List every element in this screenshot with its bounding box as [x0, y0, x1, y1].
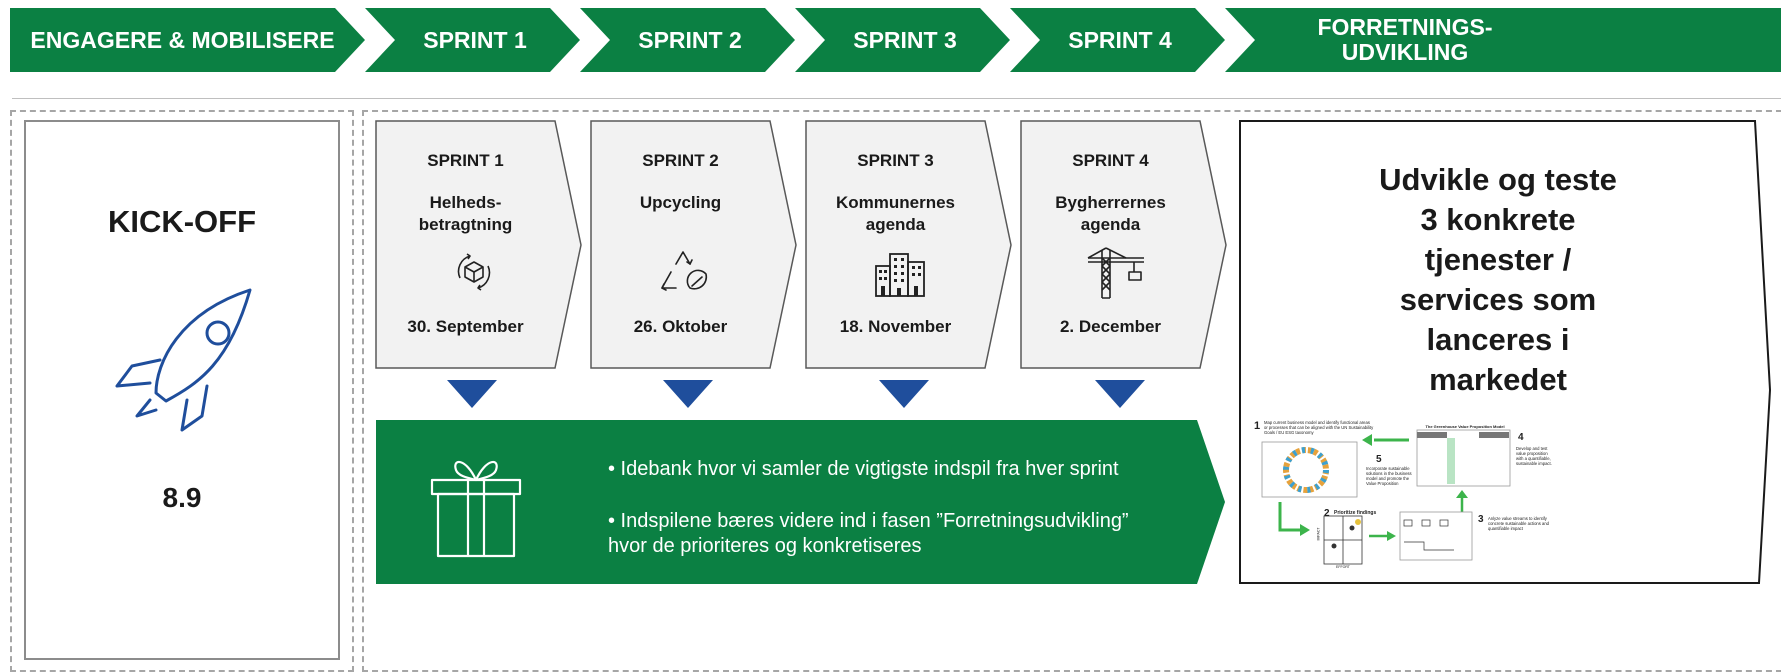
- chevron-sprint2: [580, 8, 795, 72]
- chevron-label: SPRINT 3: [853, 26, 957, 53]
- mini-step-number: 3: [1478, 514, 1484, 525]
- down-arrow-icon: [663, 380, 713, 408]
- chevron-label: SPRINT 1: [423, 26, 527, 53]
- divider-line: [12, 98, 1781, 99]
- sprint-topic: Helheds- betragtning: [418, 193, 513, 234]
- idebank-banner: [376, 420, 1225, 584]
- recycle-leaf-icon: [661, 251, 708, 291]
- banner-bullet: • Idebank hvor vi samler de vigtigste in…: [608, 458, 1119, 480]
- chevron-sprint3: [795, 8, 1010, 72]
- top-process-bar: [10, 8, 1781, 72]
- mini-step-number: 5: [1376, 454, 1382, 465]
- mini-diagram-graphics: [1261, 429, 1511, 565]
- city-buildings-icon: [875, 253, 925, 297]
- construction-crane-icon: [1087, 247, 1144, 299]
- sprint-card-3: [805, 120, 1012, 369]
- sprint-title: SPRINT 4: [1072, 151, 1149, 170]
- sprint-card-2: [590, 120, 797, 369]
- mini-step-text: Develop and test value proposition with …: [1516, 446, 1552, 466]
- sprint-card-1: [375, 120, 582, 369]
- gift-icon: [430, 460, 522, 558]
- down-arrow-icon: [447, 380, 497, 408]
- mini-axis-label: IMPACT: [1316, 527, 1321, 541]
- chevron-label: SPRINT 4: [1068, 26, 1172, 53]
- recycle-box-icon: [457, 253, 491, 291]
- mini-step-text: Anlyze value streams to identify concret…: [1488, 516, 1549, 531]
- sprint-date: 18. November: [839, 317, 952, 336]
- chevron-label: FORRETNINGS- UDVIKLING: [1317, 14, 1493, 65]
- kickoff-dashed-frame: [10, 110, 354, 672]
- mini-step-text: Prioritize findings: [1334, 510, 1377, 516]
- outcome-text: Udvikle og teste 3 konkrete tjenester / …: [1379, 162, 1617, 397]
- chevron-label: SPRINT 2: [638, 26, 742, 53]
- sprint-topic: Bygherrernes agenda: [1055, 193, 1166, 234]
- mini-canvas-title: The Greenhouse Value Proposition Model: [1425, 424, 1505, 429]
- chevron-engagere: [10, 8, 365, 72]
- sprint-topic: Kommunernes agenda: [835, 193, 956, 234]
- kickoff-date: 8.9: [162, 482, 202, 513]
- mini-step-number: 2: [1324, 508, 1330, 519]
- mini-process-diagram: 1 Map current business model and identif…: [1254, 412, 1754, 574]
- mini-step-number: 1: [1254, 420, 1261, 432]
- sprint-title: SPRINT 1: [427, 151, 504, 170]
- mini-step-text: Map current business model and identify …: [1264, 420, 1374, 435]
- sprint-title: SPRINT 2: [642, 151, 719, 170]
- sprint-topic: Upcycling: [639, 193, 722, 212]
- sprint-date: 2. December: [1059, 317, 1162, 336]
- outcome-card: [1239, 120, 1772, 584]
- down-arrow-icon: [1095, 380, 1145, 408]
- chevron-forretningsudvikling: [1225, 8, 1781, 72]
- mini-axis-label: EFFORT: [1336, 565, 1350, 569]
- kickoff-title: KICK-OFF: [107, 204, 257, 239]
- banner-bullet: • Indspilene bæres videre ind i fasen ”F…: [608, 510, 1129, 557]
- sprint-title: SPRINT 3: [857, 151, 934, 170]
- sprints-dashed-frame: [362, 110, 1781, 672]
- chevron-sprint4: [1010, 8, 1225, 72]
- mini-step-number: 4: [1518, 432, 1524, 443]
- sprint-date: 26. Oktober: [633, 317, 728, 336]
- sprint-date: 30. September: [407, 317, 524, 336]
- chevron-label: ENGAGERE & MOBILISERE: [30, 26, 335, 53]
- sprint-card-4: [1020, 120, 1227, 369]
- mini-step-text: Incorporate sustainable solutions in the…: [1366, 466, 1412, 486]
- rocket-icon: [115, 288, 252, 432]
- chevron-sprint1: [365, 8, 580, 72]
- down-arrow-icon: [879, 380, 929, 408]
